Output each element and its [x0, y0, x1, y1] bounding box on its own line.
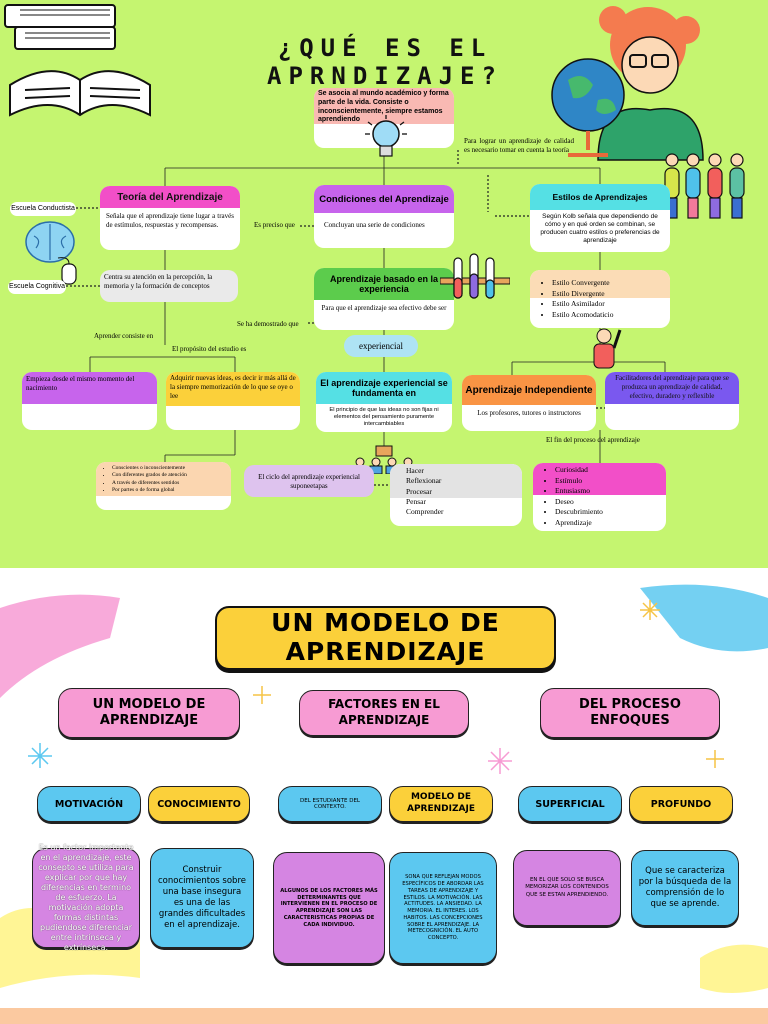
experience-title: Aprendizaje basado en la experiencia: [314, 268, 454, 300]
conditions-card: Condiciones del Aprendizaje Concluyan un…: [314, 185, 454, 248]
ideas-card: Adquirir nuevas ideas, es decir ir más a…: [166, 372, 300, 430]
model-title-line2: APRENDIZAJE: [285, 637, 486, 666]
purpose-label: El propósito del estudio es: [172, 345, 247, 353]
precise-label: Es preciso que: [254, 221, 295, 229]
node-knowledge: CONOCIMIENTO: [148, 786, 250, 822]
behaviorist-school-label: Escuela Conductista: [10, 202, 76, 216]
styles-note: Para lograr un aprendizaje de calidad es…: [464, 137, 574, 154]
knowledge-desc: Construir conocimientos sobre una base i…: [150, 848, 254, 948]
model-title-line1: UN MODELO DE: [271, 608, 500, 638]
node-deep: PROFUNDO: [629, 786, 733, 822]
test-tubes-icon: [440, 253, 510, 299]
independent-title: Aprendizaje Independiente: [462, 375, 596, 405]
goal-label: El fin del proceso del aprendizaje: [546, 436, 640, 444]
shown-label: Se ha demostrado que: [237, 320, 299, 328]
cycle-box: El ciclo del aprendizaje experiencial su…: [244, 465, 374, 497]
goal-list: Curiosidad Estímulo Entusiasmo Deseo Des…: [541, 465, 603, 528]
branch-learning-factors: FACTORES EN EL APRENDIZAJE: [299, 690, 469, 736]
experience-card: Aprendizaje basado en la experiencia Par…: [314, 268, 454, 330]
deep-desc: Que se caracteriza por la búsqueda de la…: [631, 850, 739, 926]
footer-strip: [0, 1008, 768, 1024]
consists-label: Aprender consiste en: [94, 332, 154, 340]
brain-icon: [25, 221, 77, 285]
experiential-card: El aprendizaje experiencial se fundament…: [316, 372, 452, 432]
birth-text: Empieza desde el mismo momento del nacim…: [22, 372, 157, 404]
theory-card: Teoría del Aprendizaje Señala que el apr…: [100, 186, 240, 250]
experiential-desc: El principio de que las ideas no son fij…: [329, 407, 439, 428]
styles-list: Estilo Convergente Estilo Divergente Est…: [538, 278, 613, 321]
intro-text: Se asocia al mundo académico y forma par…: [314, 88, 454, 124]
independent-desc: Los profesores, tutores o instructores: [477, 409, 581, 417]
theory-desc: Señala que el aprendizaje tiene lugar a …: [106, 212, 234, 229]
books-icon: [4, 4, 151, 117]
learning-model-desc: SONA QUE REFLEJAN MODOS ESPECÍFICOS DE A…: [389, 852, 497, 964]
awareness-list: Conscientes o inconscientemente Con dife…: [98, 465, 229, 495]
conditions-title: Condiciones del Aprendizaje: [314, 185, 454, 213]
students-icon: [664, 153, 745, 219]
steps-card: Hacer Reflexionar Procesar Pensar Compre…: [390, 464, 522, 526]
node-motivation: MOTIVACIÓN: [37, 786, 141, 822]
node-learning-model: MODELO DE APRENDIZAJE: [389, 786, 493, 822]
styles-desc: Según Kolb señala que dependiendo de cóm…: [540, 213, 660, 245]
cognitive-school-label: Escuela Cognitiva: [8, 280, 66, 294]
superficial-desc: EN EL QUE SOLO SE BUSCA MEMORIZAR LOS CO…: [513, 850, 621, 926]
cognitive-focus-box: Centra su atención en la percepción, la …: [100, 270, 238, 302]
branch-process-approaches: DEL PROCESO ENFOQUES: [540, 688, 720, 738]
facilitators-text: Facilitadores del aprendizaje para que s…: [605, 372, 739, 404]
steps-list: Hacer Reflexionar Procesar Pensar Compre…: [406, 466, 444, 517]
model-title: UN MODELO DE APRENDIZAJE: [215, 606, 556, 670]
awareness-card: Conscientes o inconscientemente Con dife…: [96, 462, 231, 510]
facilitators-card: Facilitadores del aprendizaje para que s…: [605, 372, 739, 430]
theory-title: Teoría del Aprendizaje: [100, 186, 240, 208]
motivation-desc: Es un factor importante en el aprendizaj…: [32, 843, 140, 952]
factors-desc: ALGUNOS DE LOS FACTORES MÁS DETERMINANTE…: [273, 852, 385, 964]
lightbulb-icon: [365, 115, 407, 157]
experience-desc: Para que el aprendizaje sea efectivo deb…: [321, 304, 447, 312]
birth-card: Empieza desde el mismo momento del nacim…: [22, 372, 157, 430]
conditions-desc: Concluyan una serie de condiciones: [324, 221, 425, 229]
student-icon: [593, 328, 622, 369]
ideas-text: Adquirir nuevas ideas, es decir ir más a…: [166, 372, 300, 406]
branch-learning-model: UN MODELO DE APRENDIZAJE: [58, 688, 240, 738]
independent-card: Aprendizaje Independiente Los profesores…: [462, 375, 596, 431]
experiential-pill: experiencial: [344, 335, 418, 357]
styles-title: Estilos de Aprendizajes: [530, 184, 670, 210]
page-title: ¿QUÉ ES EL APRNDIZAJE?: [267, 34, 503, 90]
styles-list-card: Estilo Convergente Estilo Divergente Est…: [530, 270, 670, 328]
experiential-title: El aprendizaje experiencial se fundament…: [316, 372, 452, 404]
goal-card: Curiosidad Estímulo Entusiasmo Deseo Des…: [533, 463, 666, 531]
node-student-context: DEL ESTUDIANTE DEL CONTEXTO.: [278, 786, 382, 822]
styles-card: Estilos de Aprendizajes Según Kolb señal…: [530, 184, 670, 252]
student-globe-icon: [551, 6, 704, 161]
node-superficial: SUPERFICIAL: [518, 786, 622, 822]
